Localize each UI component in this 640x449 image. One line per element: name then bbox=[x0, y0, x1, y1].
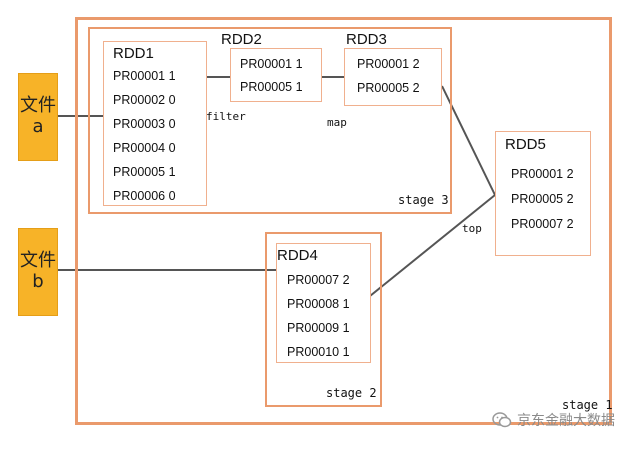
rdd2-row: PR00001 1 bbox=[240, 57, 303, 71]
file-b-box: 文件 b bbox=[18, 228, 58, 316]
filter-label: filter bbox=[206, 110, 246, 123]
rdd5-title: RDD5 bbox=[505, 136, 546, 153]
rdd2-row: PR00005 1 bbox=[240, 80, 303, 94]
rdd1-row: PR00005 1 bbox=[113, 165, 176, 179]
rdd1-title: RDD1 bbox=[113, 45, 154, 62]
file-a-label: 文件 bbox=[20, 95, 56, 117]
watermark: 京东金融大数据 bbox=[492, 410, 615, 430]
rdd3-box: PR00001 2 PR00005 2 bbox=[344, 48, 442, 106]
rdd5-box: RDD5 PR00001 2 PR00005 2 PR00007 2 bbox=[495, 131, 591, 256]
rdd1-box: RDD1 PR00001 1 PR00002 0 PR00003 0 PR000… bbox=[103, 41, 207, 206]
map-label: map bbox=[327, 116, 347, 129]
rdd1-row: PR00002 0 bbox=[113, 93, 176, 107]
file-b-letter: b bbox=[32, 271, 44, 292]
file-b-label: 文件 bbox=[20, 250, 56, 272]
rdd4-row: PR00008 1 bbox=[287, 297, 350, 311]
rdd2-title: RDD2 bbox=[221, 31, 262, 48]
stage-2-container bbox=[265, 232, 382, 407]
rdd4-title: RDD4 bbox=[277, 247, 318, 264]
wechat-icon bbox=[492, 412, 512, 428]
rdd5-row: PR00005 2 bbox=[511, 192, 574, 206]
rdd1-row: PR00006 0 bbox=[113, 189, 176, 203]
rdd3-title: RDD3 bbox=[346, 31, 387, 48]
rdd5-row: PR00007 2 bbox=[511, 217, 574, 231]
rdd3-row: PR00001 2 bbox=[357, 57, 420, 71]
top-label: top bbox=[462, 222, 482, 235]
stage-1-container bbox=[75, 17, 612, 425]
stage-3-container bbox=[88, 27, 452, 214]
rdd4-row: PR00007 2 bbox=[287, 273, 350, 287]
file-a-box: 文件 a bbox=[18, 73, 58, 161]
stage-2-label: stage 2 bbox=[326, 386, 377, 400]
rdd5-row: PR00001 2 bbox=[511, 167, 574, 181]
rdd3-row: PR00005 2 bbox=[357, 81, 420, 95]
rdd4-row: PR00009 1 bbox=[287, 321, 350, 335]
rdd4-row: PR00010 1 bbox=[287, 345, 350, 359]
rdd1-row: PR00003 0 bbox=[113, 117, 176, 131]
stage-3-label: stage 3 bbox=[398, 193, 449, 207]
rdd4-box: RDD4 PR00007 2 PR00008 1 PR00009 1 PR000… bbox=[276, 243, 371, 363]
file-a-letter: a bbox=[32, 116, 44, 137]
rdd1-row: PR00001 1 bbox=[113, 69, 176, 83]
watermark-text: 京东金融大数据 bbox=[517, 413, 615, 429]
stage-1-label: stage 1 bbox=[562, 398, 613, 412]
line-rdd4-to-rdd5 bbox=[369, 194, 496, 297]
rdd1-row: PR00004 0 bbox=[113, 141, 176, 155]
rdd2-box: PR00001 1 PR00005 1 bbox=[230, 48, 322, 102]
